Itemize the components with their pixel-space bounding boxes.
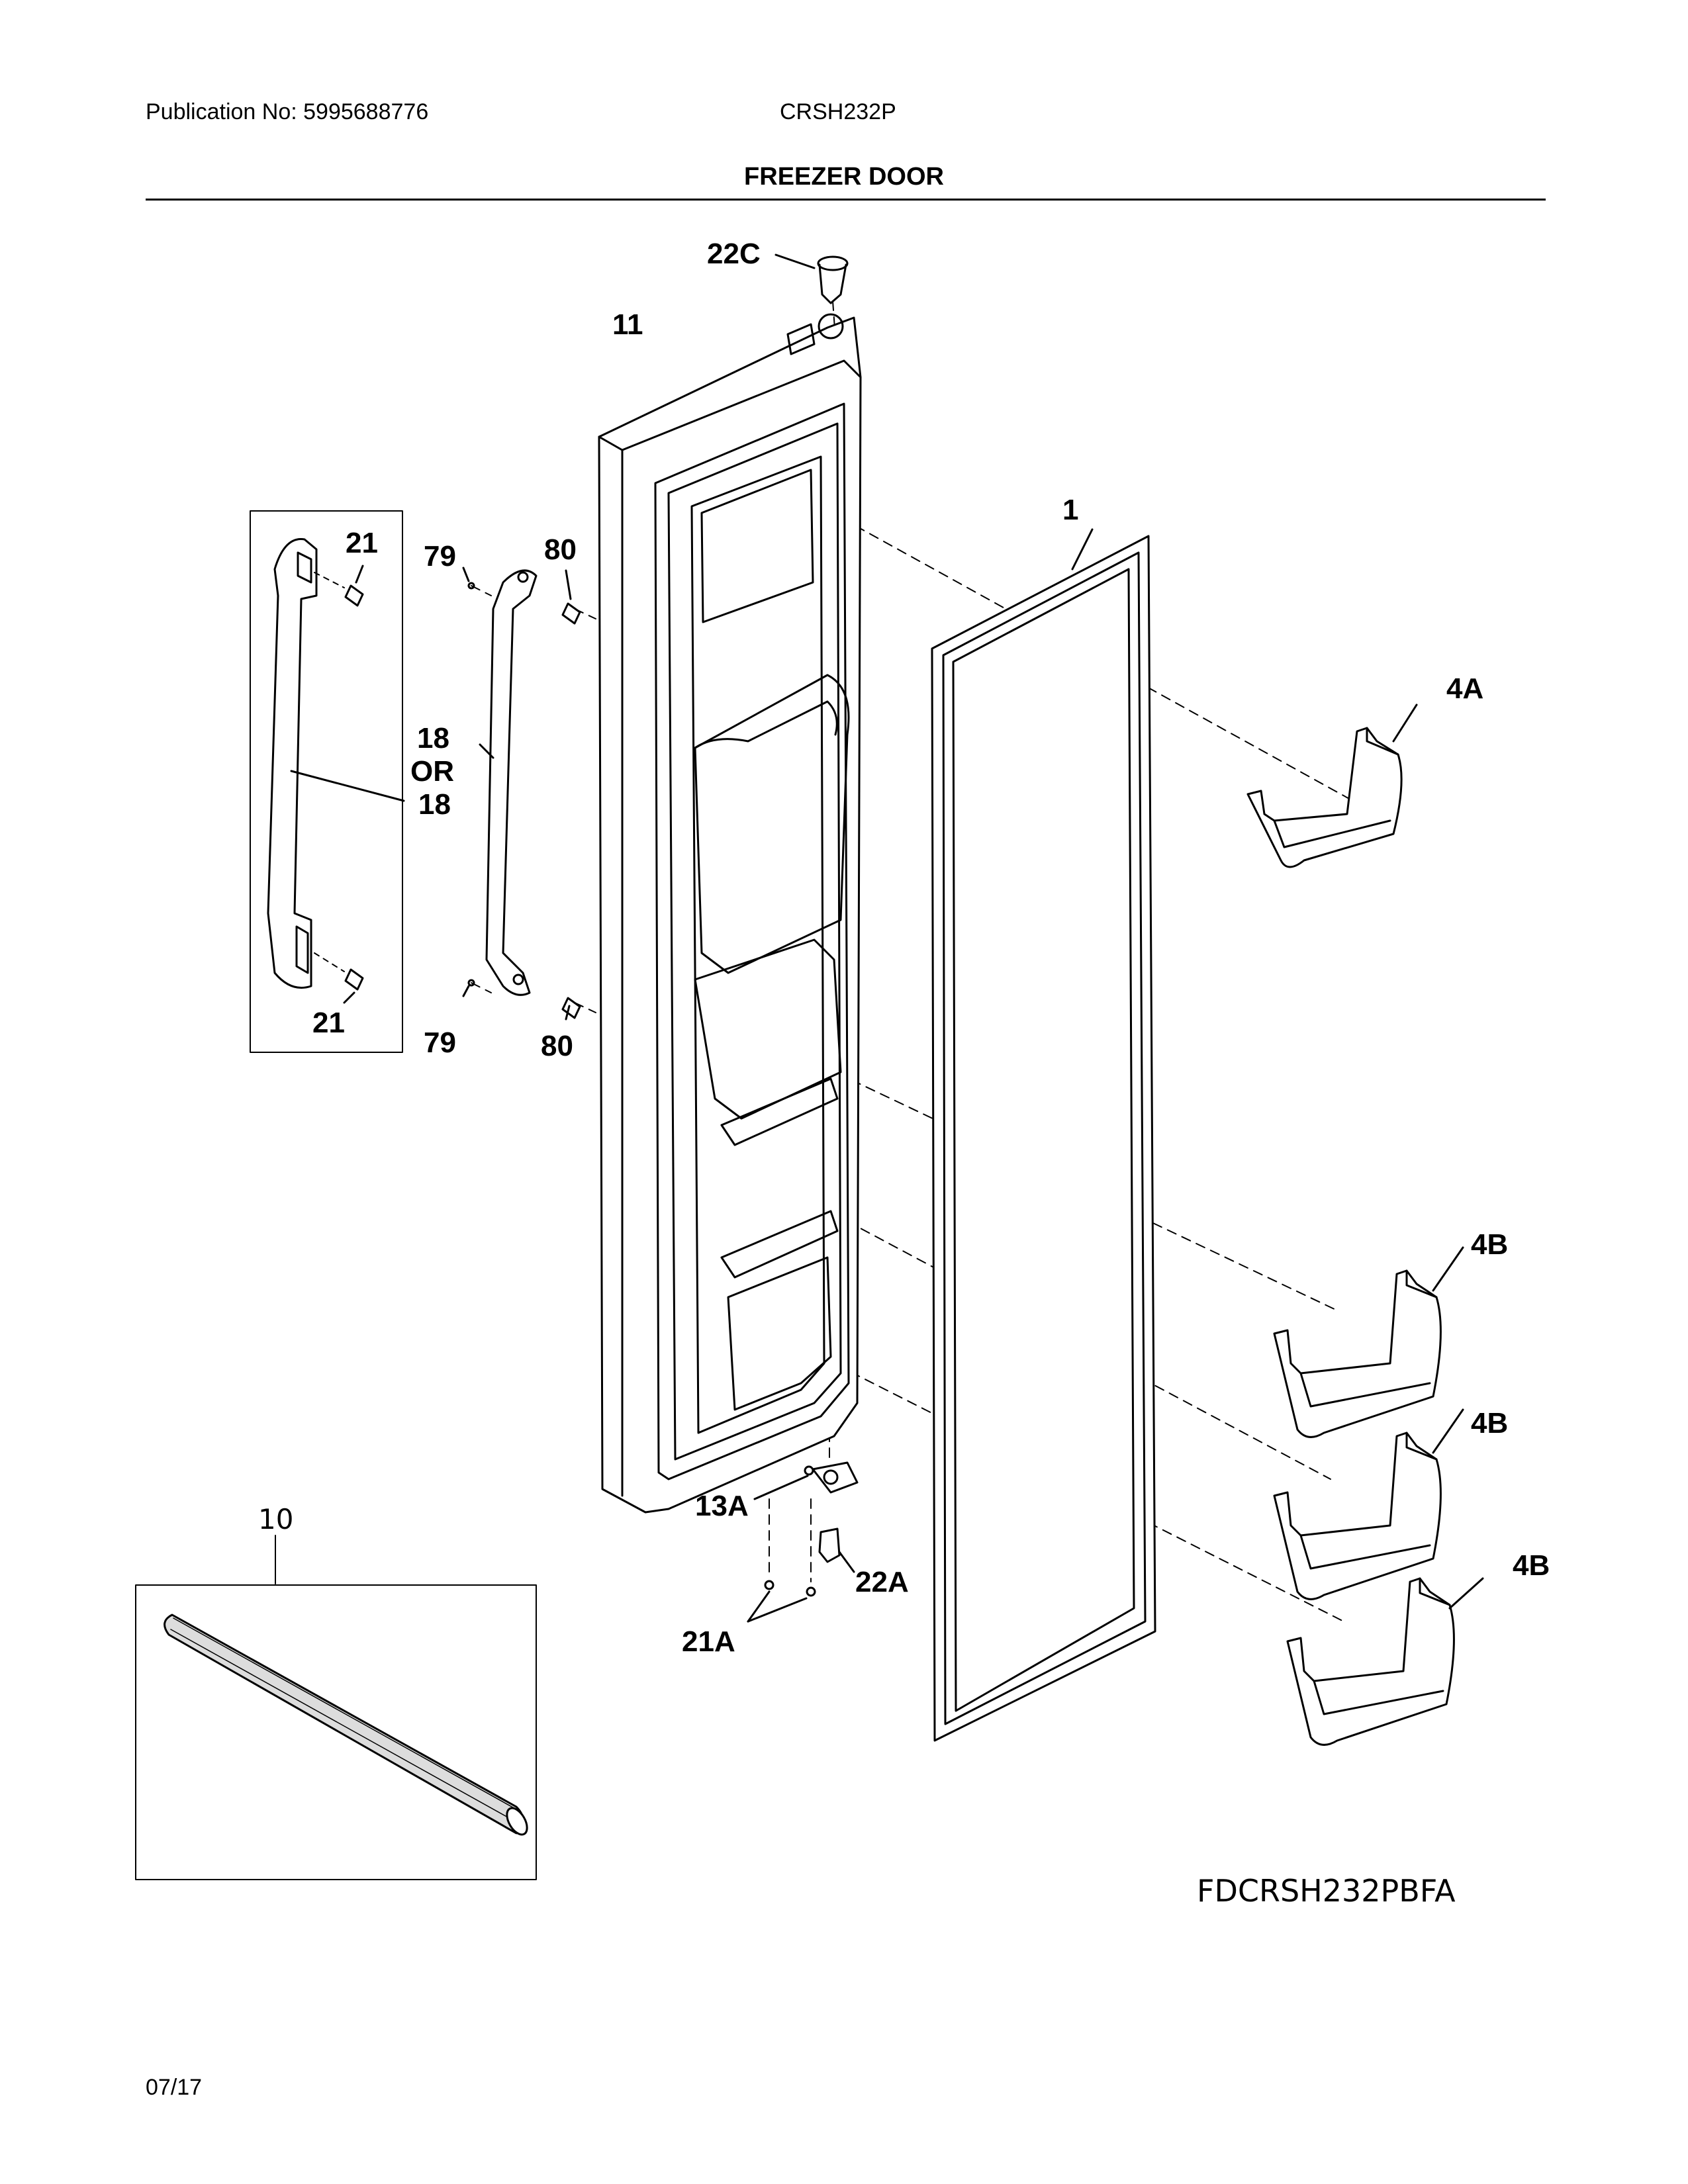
model-number: CRSH232P [780,99,896,124]
callout-4b-2: 4B [1471,1407,1508,1439]
page-title: FREEZER DOOR [744,163,944,191]
callout-79-bottom: 79 [424,1026,456,1059]
publication-number: Publication No: 5995688776 [146,99,429,124]
drawing-code: FDCRSH232PBFA [1197,1873,1456,1909]
door-bin-4b-3 [1286,1577,1484,1746]
callout-80-bottom: 80 [541,1030,573,1062]
callout-13a: 13A [695,1490,749,1522]
door-bin-4b-2 [1273,1408,1464,1600]
callout-4b-1: 4B [1471,1228,1508,1261]
callout-21-top: 21 [346,527,378,559]
callout-or: OR [410,755,454,788]
tube-part-box [135,1535,537,1880]
callout-10: 10 [258,1503,293,1535]
hinge-parts [747,1461,859,1623]
callout-21-bottom: 21 [312,1007,345,1039]
callout-22a: 22A [855,1566,909,1598]
door-gasket [931,528,1156,1742]
callout-18-b: 18 [418,788,451,821]
revision-date: 07/17 [146,2075,203,2100]
door-stop-part [774,253,849,304]
callout-4b-3: 4B [1513,1549,1550,1582]
callout-4a: 4A [1446,672,1483,705]
freezer-door-panel [598,313,862,1514]
callout-21a: 21A [682,1625,735,1658]
callout-1: 1 [1062,494,1078,526]
door-bin-4a [1246,704,1418,868]
handle-part [462,567,581,1021]
callout-18-a: 18 [417,722,449,754]
callout-22c: 22C [707,238,761,270]
callout-79-top: 79 [424,540,456,572]
callout-80-top: 80 [544,533,577,566]
door-bin-4b-1 [1273,1246,1464,1438]
callout-11: 11 [612,308,643,341]
handle-assembly-box [250,510,405,1053]
header-rule [146,199,1546,201]
